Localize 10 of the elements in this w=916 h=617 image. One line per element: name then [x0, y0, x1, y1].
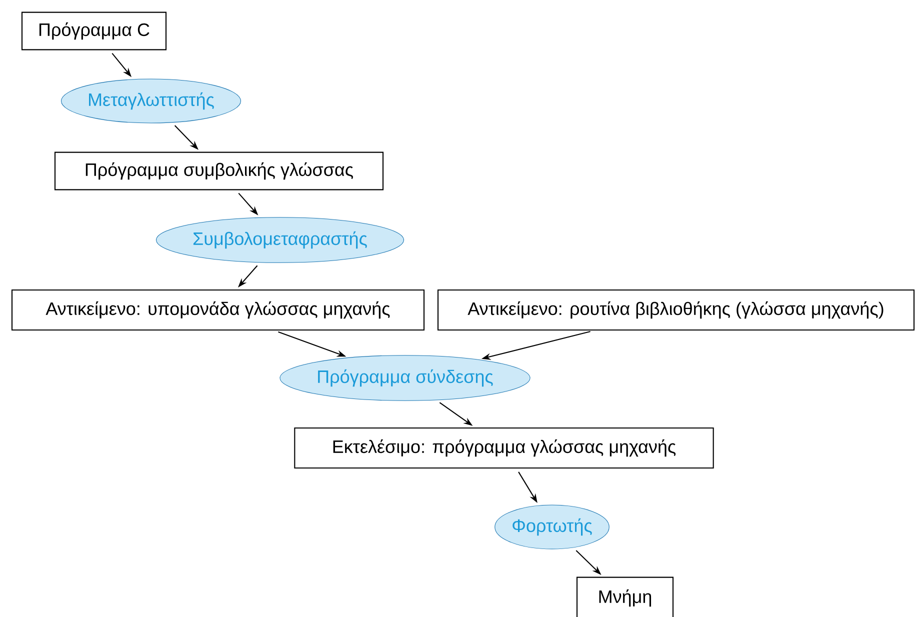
process-box: Αντικείμενο: υπομονάδα γλώσσας μηχανής: [11, 289, 425, 331]
process-box: Πρόγραμμα συμβολικής γλώσσας: [54, 152, 384, 190]
ellipse-node: Φορτωτής: [494, 504, 610, 550]
process-box: Πρόγραμμα C: [21, 12, 167, 50]
ellipse-node: Πρόγραμμα σύνδεσης: [280, 355, 530, 401]
process-box: Αντικείμενο: ρουτίνα βιβλιοθήκης (γλώσσα μηχανής): [437, 289, 915, 331]
process-box: Εκτελέσιμο: πρόγραμμα γλώσσας μηχανής: [294, 427, 714, 469]
ellipse-node: Συμβολομεταφραστής: [156, 217, 404, 263]
ellipse-node: Μεταγλωττιστής: [60, 78, 242, 124]
process-box: Μνήμη: [576, 576, 674, 617]
